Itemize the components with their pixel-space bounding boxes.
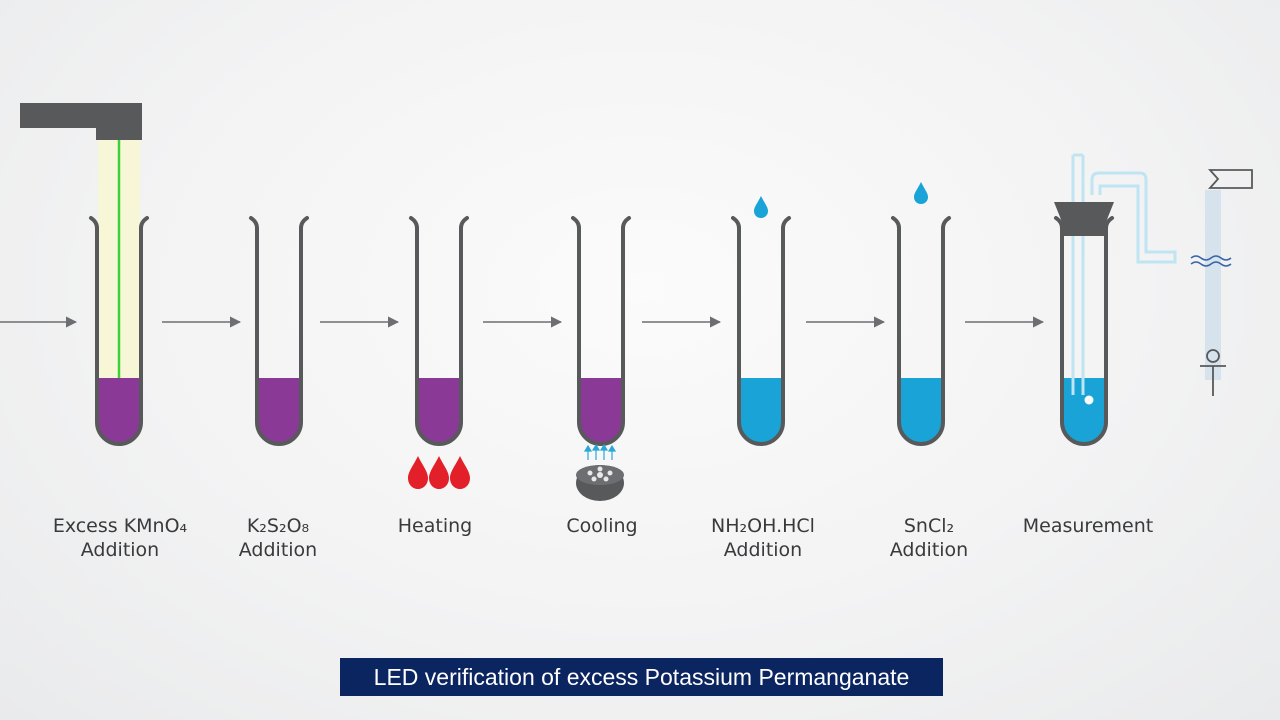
led-lamp-icon — [20, 103, 142, 378]
tube-glass — [571, 216, 631, 446]
step-label-heating: Heating — [397, 515, 473, 537]
step-label-kmno4: Excess KMnO₄ Addition — [52, 515, 188, 561]
tube-liquid — [739, 378, 783, 444]
flame-icon — [408, 456, 470, 489]
step-label-k2s2o8: K₂S₂O₈ Addition — [238, 515, 318, 561]
test-tube — [571, 216, 631, 446]
tube-liquid — [257, 378, 301, 444]
tube-glass — [409, 216, 469, 446]
step-label-sncl2: SnCl₂ Addition — [889, 515, 969, 561]
tube-glass — [731, 216, 791, 446]
tube-glass — [1054, 216, 1114, 446]
stopper-icon — [1054, 202, 1114, 236]
step-label-nh2oh-hcl: NH₂OH.HCl Addition — [711, 515, 815, 561]
test-tube — [891, 216, 951, 446]
tube-glass — [891, 216, 951, 446]
tube-glass — [249, 216, 309, 446]
test-tubes — [89, 216, 1114, 446]
tube-glass — [89, 216, 149, 446]
tube-liquid — [97, 378, 141, 444]
test-tube — [409, 216, 469, 446]
drop-icon — [754, 196, 768, 218]
step-label-cooling: Cooling — [566, 515, 638, 537]
tube-liquid — [899, 378, 943, 444]
step-label-measurement: Measurement — [1022, 515, 1154, 537]
drop-icon — [914, 182, 928, 204]
test-tube — [89, 216, 149, 446]
cooling-fan-icon — [576, 443, 624, 501]
tube-liquid — [417, 378, 461, 444]
gas-outlet-tube-icon — [1071, 153, 1177, 405]
detector-icon — [1190, 169, 1253, 396]
tube-liquid — [579, 378, 623, 444]
test-tube — [249, 216, 309, 446]
test-tube — [731, 216, 791, 446]
subtitle-caption: LED verification of excess Potassium Per… — [340, 658, 943, 696]
